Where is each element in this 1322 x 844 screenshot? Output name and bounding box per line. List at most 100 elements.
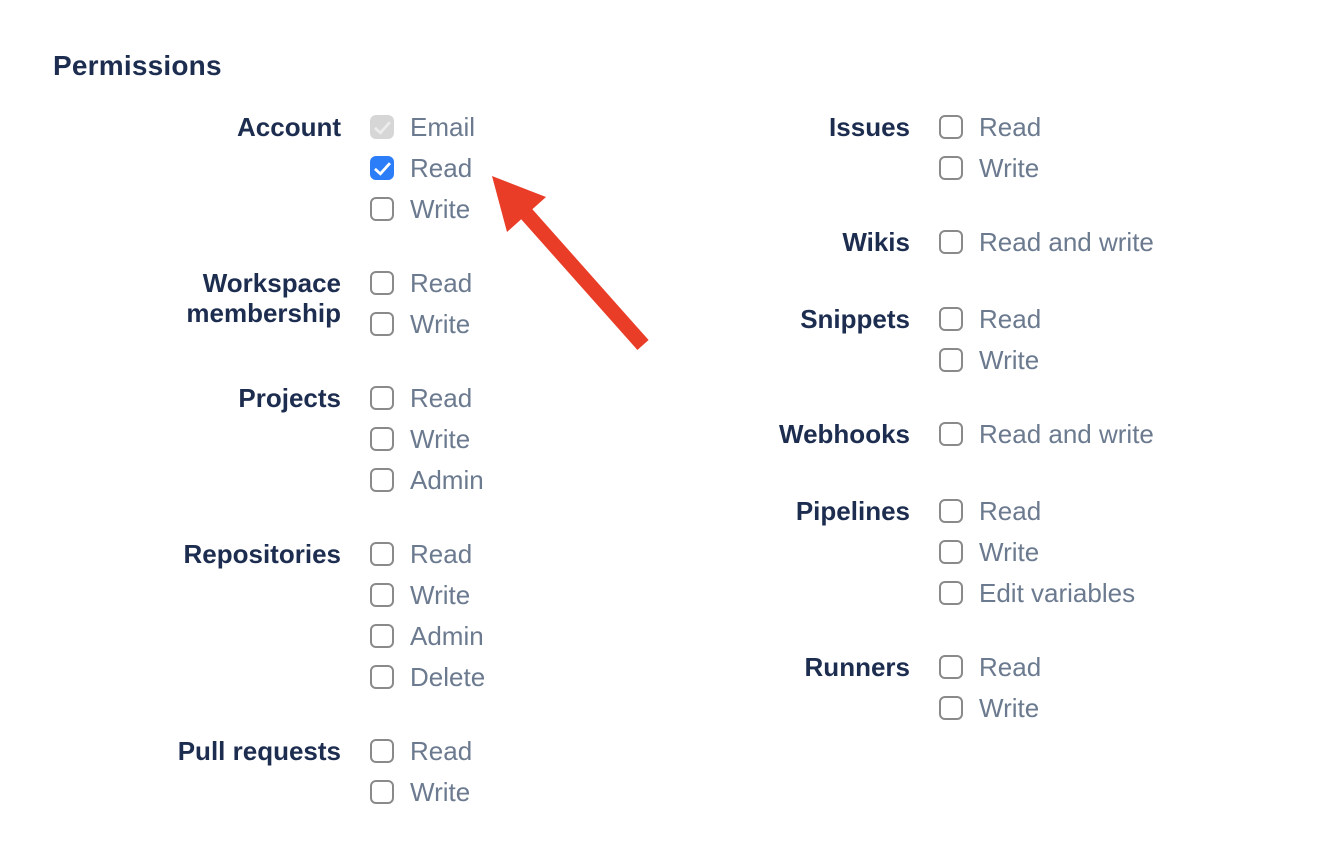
checkbox-unchecked[interactable] (939, 655, 963, 679)
checkbox-unchecked[interactable] (939, 581, 963, 605)
checkbox-label: Read and write (979, 227, 1154, 257)
checkbox-unchecked[interactable] (939, 499, 963, 523)
permission-group-items: Read Write (370, 736, 473, 807)
checkbox-label: Write (979, 153, 1040, 183)
permission-group-issues: Issues Read Write (750, 112, 1154, 183)
permission-group-items: Read Write Edit variables (939, 496, 1136, 608)
checkbox-row-snippets-read[interactable]: Read (939, 304, 1042, 334)
permission-group-pull-requests: Pull requests Read Write (171, 736, 485, 807)
checkbox-row-repositories-admin[interactable]: Admin (370, 621, 485, 651)
checkbox-label: Read (410, 153, 473, 183)
checkbox-label: Write (979, 537, 1040, 567)
permission-group-items: Read Write Admin Delete (370, 539, 486, 692)
checkbox-label: Read (979, 496, 1042, 526)
permission-group-label: Wikis (842, 227, 910, 257)
checkbox-row-snippets-write[interactable]: Write (939, 347, 1041, 373)
checkbox-unchecked[interactable] (939, 307, 963, 331)
checkbox-unchecked[interactable] (370, 271, 394, 295)
checkbox-unchecked[interactable] (939, 422, 963, 446)
checkbox-label: Read (979, 304, 1042, 334)
checkbox-row-pipelines-read[interactable]: Read (939, 496, 1135, 526)
checkbox-label: Delete (410, 662, 486, 692)
checkbox-row-pipelines-edit-variables[interactable]: Edit variables (939, 578, 1136, 608)
checkbox-row-repositories-delete[interactable]: Delete (370, 662, 486, 692)
checkbox-label: Email (410, 112, 476, 142)
checkbox-row-issues-write[interactable]: Write (939, 153, 1041, 183)
checkbox-row-webhooks-read-and-write[interactable]: Read and write (939, 421, 1154, 447)
checkbox-unchecked[interactable] (370, 197, 394, 221)
permission-group-items: Read Write (939, 654, 1041, 723)
permission-group-workspace-membership: Workspace membership Read Write (171, 268, 485, 339)
checkbox-unchecked[interactable] (370, 624, 394, 648)
permission-group-items: Read and write (939, 227, 1154, 257)
checkbox-unchecked[interactable] (370, 427, 394, 451)
checkbox-unchecked[interactable] (370, 312, 394, 336)
checkbox-label: Read (979, 112, 1042, 142)
checkbox-row-repositories-read[interactable]: Read (370, 539, 485, 569)
checkbox-label: Read (410, 268, 473, 298)
checkbox-row-account-read[interactable]: Read (370, 153, 475, 183)
checkbox-unchecked[interactable] (370, 665, 394, 689)
checkbox-unchecked[interactable] (939, 156, 963, 180)
permission-group-items: Read and write (939, 421, 1154, 447)
checkbox-row-projects-read[interactable]: Read (370, 383, 484, 413)
permission-group-label: Workspace membership (186, 268, 341, 328)
checkbox-row-issues-read[interactable]: Read (939, 112, 1042, 142)
checkbox-unchecked[interactable] (370, 583, 394, 607)
checkbox-row-pull-requests-read[interactable]: Read (370, 736, 473, 766)
permission-group-pipelines: Pipelines Read Write Edit variables (750, 496, 1154, 608)
checkbox-row-projects-write[interactable]: Write (370, 424, 484, 454)
permissions-column-left: Account Email Read Write Workspace membe… (171, 112, 486, 807)
checkbox-row-pipelines-write[interactable]: Write (939, 537, 1135, 567)
checkbox-label: Read (410, 736, 473, 766)
checkbox-unchecked[interactable] (370, 739, 394, 763)
checkbox-unchecked[interactable] (370, 468, 394, 492)
permission-group-items: Read Write Admin (370, 383, 484, 493)
checkbox-unchecked[interactable] (370, 386, 394, 410)
permission-group-items: Read Write (939, 304, 1042, 373)
checkbox-unchecked[interactable] (370, 542, 394, 566)
checkbox-unchecked[interactable] (939, 230, 963, 254)
permission-group-wikis: Wikis Read and write (750, 227, 1154, 257)
checkbox-checked[interactable] (370, 156, 394, 180)
permission-group-webhooks: Webhooks Read and write (750, 419, 1154, 449)
checkbox-unchecked[interactable] (939, 115, 963, 139)
permission-group-label: Account (237, 112, 341, 142)
checkbox-row-wikis-read-and-write[interactable]: Read and write (939, 227, 1154, 257)
checkbox-label: Write (410, 194, 471, 224)
checkbox-row-runners-write[interactable]: Write (939, 693, 1041, 723)
permission-group-account: Account Email Read Write (171, 112, 485, 224)
permission-group-label: Pull requests (177, 736, 341, 766)
permission-group-label: Issues (829, 112, 910, 142)
checkbox-label: Edit variables (979, 578, 1136, 608)
checkbox-row-projects-admin[interactable]: Admin (370, 467, 484, 493)
checkbox-row-workspace-membership-write[interactable]: Write (370, 309, 472, 339)
checkbox-row-runners-read[interactable]: Read (939, 654, 1041, 680)
checkbox-label: Write (410, 424, 471, 454)
permission-group-snippets: Snippets Read Write (750, 304, 1154, 373)
checkbox-label: Read (410, 383, 473, 413)
permission-group-runners: Runners Read Write (750, 652, 1154, 723)
checkbox-row-account-write[interactable]: Write (370, 194, 475, 224)
checkbox-unchecked[interactable] (370, 780, 394, 804)
checkbox-unchecked[interactable] (939, 540, 963, 564)
permission-group-label: Snippets (800, 304, 910, 334)
checkbox-row-repositories-write[interactable]: Write (370, 582, 485, 608)
checkbox-label: Write (410, 309, 471, 339)
permission-group-label: Pipelines (795, 496, 910, 526)
permission-group-label: Runners (804, 652, 910, 682)
checkbox-row-account-email: Email (370, 112, 476, 142)
checkbox-checked-disabled (370, 115, 394, 139)
checkbox-row-pull-requests-write[interactable]: Write (370, 777, 472, 807)
permissions-column-right: Issues Read Write Wikis Read and write S… (750, 112, 1154, 723)
permission-group-label: Projects (238, 383, 341, 413)
checkbox-label: Read (410, 539, 473, 569)
checkbox-unchecked[interactable] (939, 696, 963, 720)
checkbox-label: Admin (410, 621, 484, 651)
checkbox-row-workspace-membership-read[interactable]: Read (370, 268, 473, 298)
checkbox-label: Write (979, 693, 1040, 723)
checkbox-unchecked[interactable] (939, 348, 963, 372)
permission-group-items: Read Write (370, 268, 473, 339)
checkbox-label: Write (410, 777, 471, 807)
